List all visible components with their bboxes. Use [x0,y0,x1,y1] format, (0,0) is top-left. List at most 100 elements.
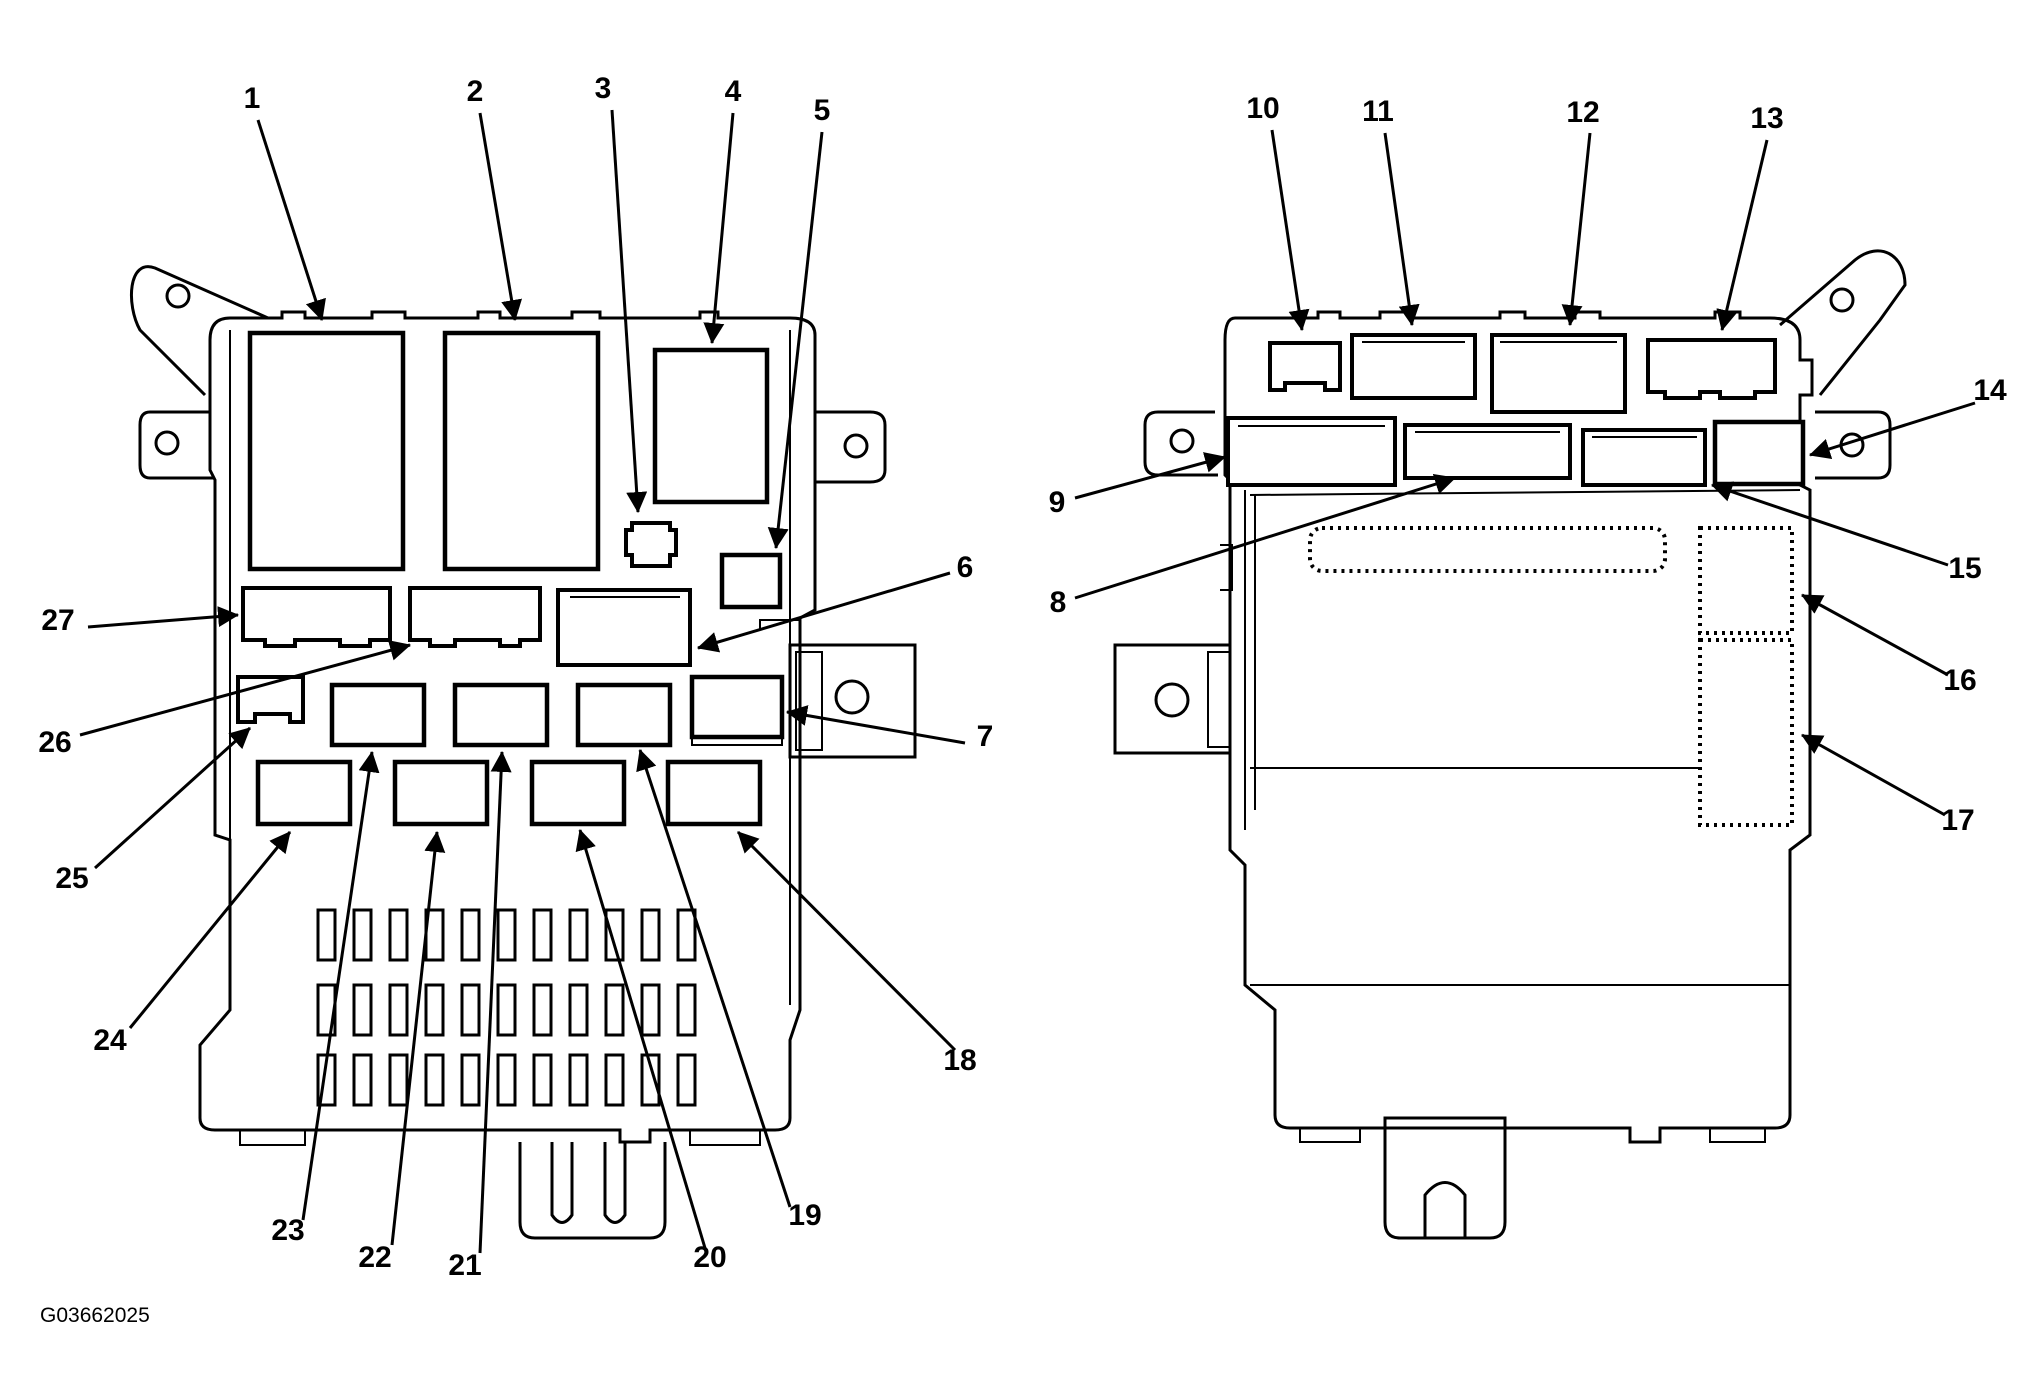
mounting-hole [834,679,870,715]
relay-20 [529,759,627,827]
leader-arrow-17 [1801,733,1946,817]
side-bracket-lip [795,651,823,751]
leader-arrow-10 [1270,129,1310,332]
mounting-hole [1169,428,1195,454]
leader-lines [79,109,1976,1254]
mini-fuse-slot [532,983,553,1037]
mounting-tab-left [138,410,213,480]
connector-15 [1581,428,1707,487]
callout-label-22: 22 [358,1241,391,1274]
callout-label-17: 17 [1941,804,1974,837]
leader-arrow-15 [1711,481,1949,567]
mini-fuse-slot [424,1053,445,1107]
relay-5 [719,552,783,610]
fuse-grid [316,908,697,1107]
mini-fuse-slot [388,983,409,1037]
leader-arrow-8 [1074,473,1457,600]
relay-18 [665,759,763,827]
mini-fuse-slot [460,983,481,1037]
mounting-hole [843,433,869,459]
figure-code: G03662025 [40,1304,150,1327]
leader-arrow-22 [390,830,446,1246]
mini-fuse-slot [388,1053,409,1107]
callout-label-10: 10 [1246,92,1279,125]
bottom-mounting-tab [1383,1116,1507,1240]
connector-14 [1712,419,1806,487]
mini-fuse-slot [352,983,373,1037]
mini-fuse-slot [640,908,661,962]
relay-21 [452,682,550,748]
callout-label-19: 19 [788,1199,821,1232]
callout-label-5: 5 [814,94,831,127]
leader-arrow-4 [703,112,735,345]
callout-label-3: 3 [595,72,612,105]
mini-fuse-slot [676,983,697,1037]
mounting-tab-right [815,410,887,484]
mini-fuse-slot [460,908,481,962]
connector-12 [1490,333,1627,414]
leader-arrow-25 [93,726,252,870]
fuse-box-rear-view [1113,249,1907,1240]
housing-clip [1220,544,1233,591]
fuse-box-front-view [130,265,917,1240]
relay-24 [255,759,353,827]
leader-arrow-14 [1808,401,1976,460]
connector-26 [408,586,542,648]
mini-fuse-slot [676,1053,697,1107]
housing-rim [239,1130,306,1146]
callout-label-16: 16 [1943,664,1976,697]
relay-7-base [691,737,783,746]
connector-8 [1403,423,1572,480]
callout-label-20: 20 [693,1241,726,1274]
housing-rim [1249,489,1801,496]
leader-arrow-16 [1801,593,1949,677]
callout-label-18: 18 [943,1044,976,1077]
mini-fuse-slot [532,1053,553,1107]
mini-fuse-slot [568,908,589,962]
leader-arrow-5 [767,131,824,550]
leader-arrow-21 [478,750,512,1254]
relay-7 [689,674,785,740]
connector-6 [556,588,692,667]
callout-label-6: 6 [957,551,974,584]
connector-10 [1268,341,1342,392]
leader-arrow-19 [636,749,792,1208]
callout-label-11: 11 [1362,95,1394,128]
mini-fuse-slot [640,1053,661,1107]
leader-arrow-7 [785,705,966,745]
housing-rim [1299,1128,1361,1143]
callout-label-4: 4 [725,75,742,108]
callout-label-24: 24 [93,1024,127,1057]
mini-fuse-slot [532,908,553,962]
mini-fuse-slot [496,983,517,1037]
bottom-slot [1423,1181,1467,1238]
mini-fuse-slot [316,908,337,962]
bottom-slot [603,1142,627,1224]
leader-arrow-12 [1561,132,1592,327]
mounting-tab-right [1815,410,1892,480]
connector-11 [1350,333,1477,400]
mounting-hole [154,430,180,456]
leader-arrow-3 [610,109,648,514]
callout-label-21: 21 [448,1249,481,1282]
hidden-component-16 [1698,526,1794,635]
callout-label-7: 7 [977,720,994,753]
callout-label-23: 23 [271,1214,304,1247]
relay-22 [392,759,490,827]
mini-fuse-slot [604,908,625,962]
callout-label-2: 2 [467,75,484,108]
mini-fuse-slot [640,983,661,1037]
leader-arrow-23 [301,750,380,1221]
bottom-mounting-tab [518,1142,667,1240]
leader-arrow-1 [256,119,326,322]
housing-outline [198,310,817,1144]
leader-arrow-2 [478,112,523,322]
housing-rim [689,1130,761,1146]
leader-arrow-26 [79,640,412,737]
mini-fuse-slot [676,908,697,962]
hidden-component-17 [1698,638,1794,827]
leader-arrow-13 [1716,139,1769,332]
callout-label-26: 26 [38,726,71,759]
leader-arrow-6 [696,571,951,653]
